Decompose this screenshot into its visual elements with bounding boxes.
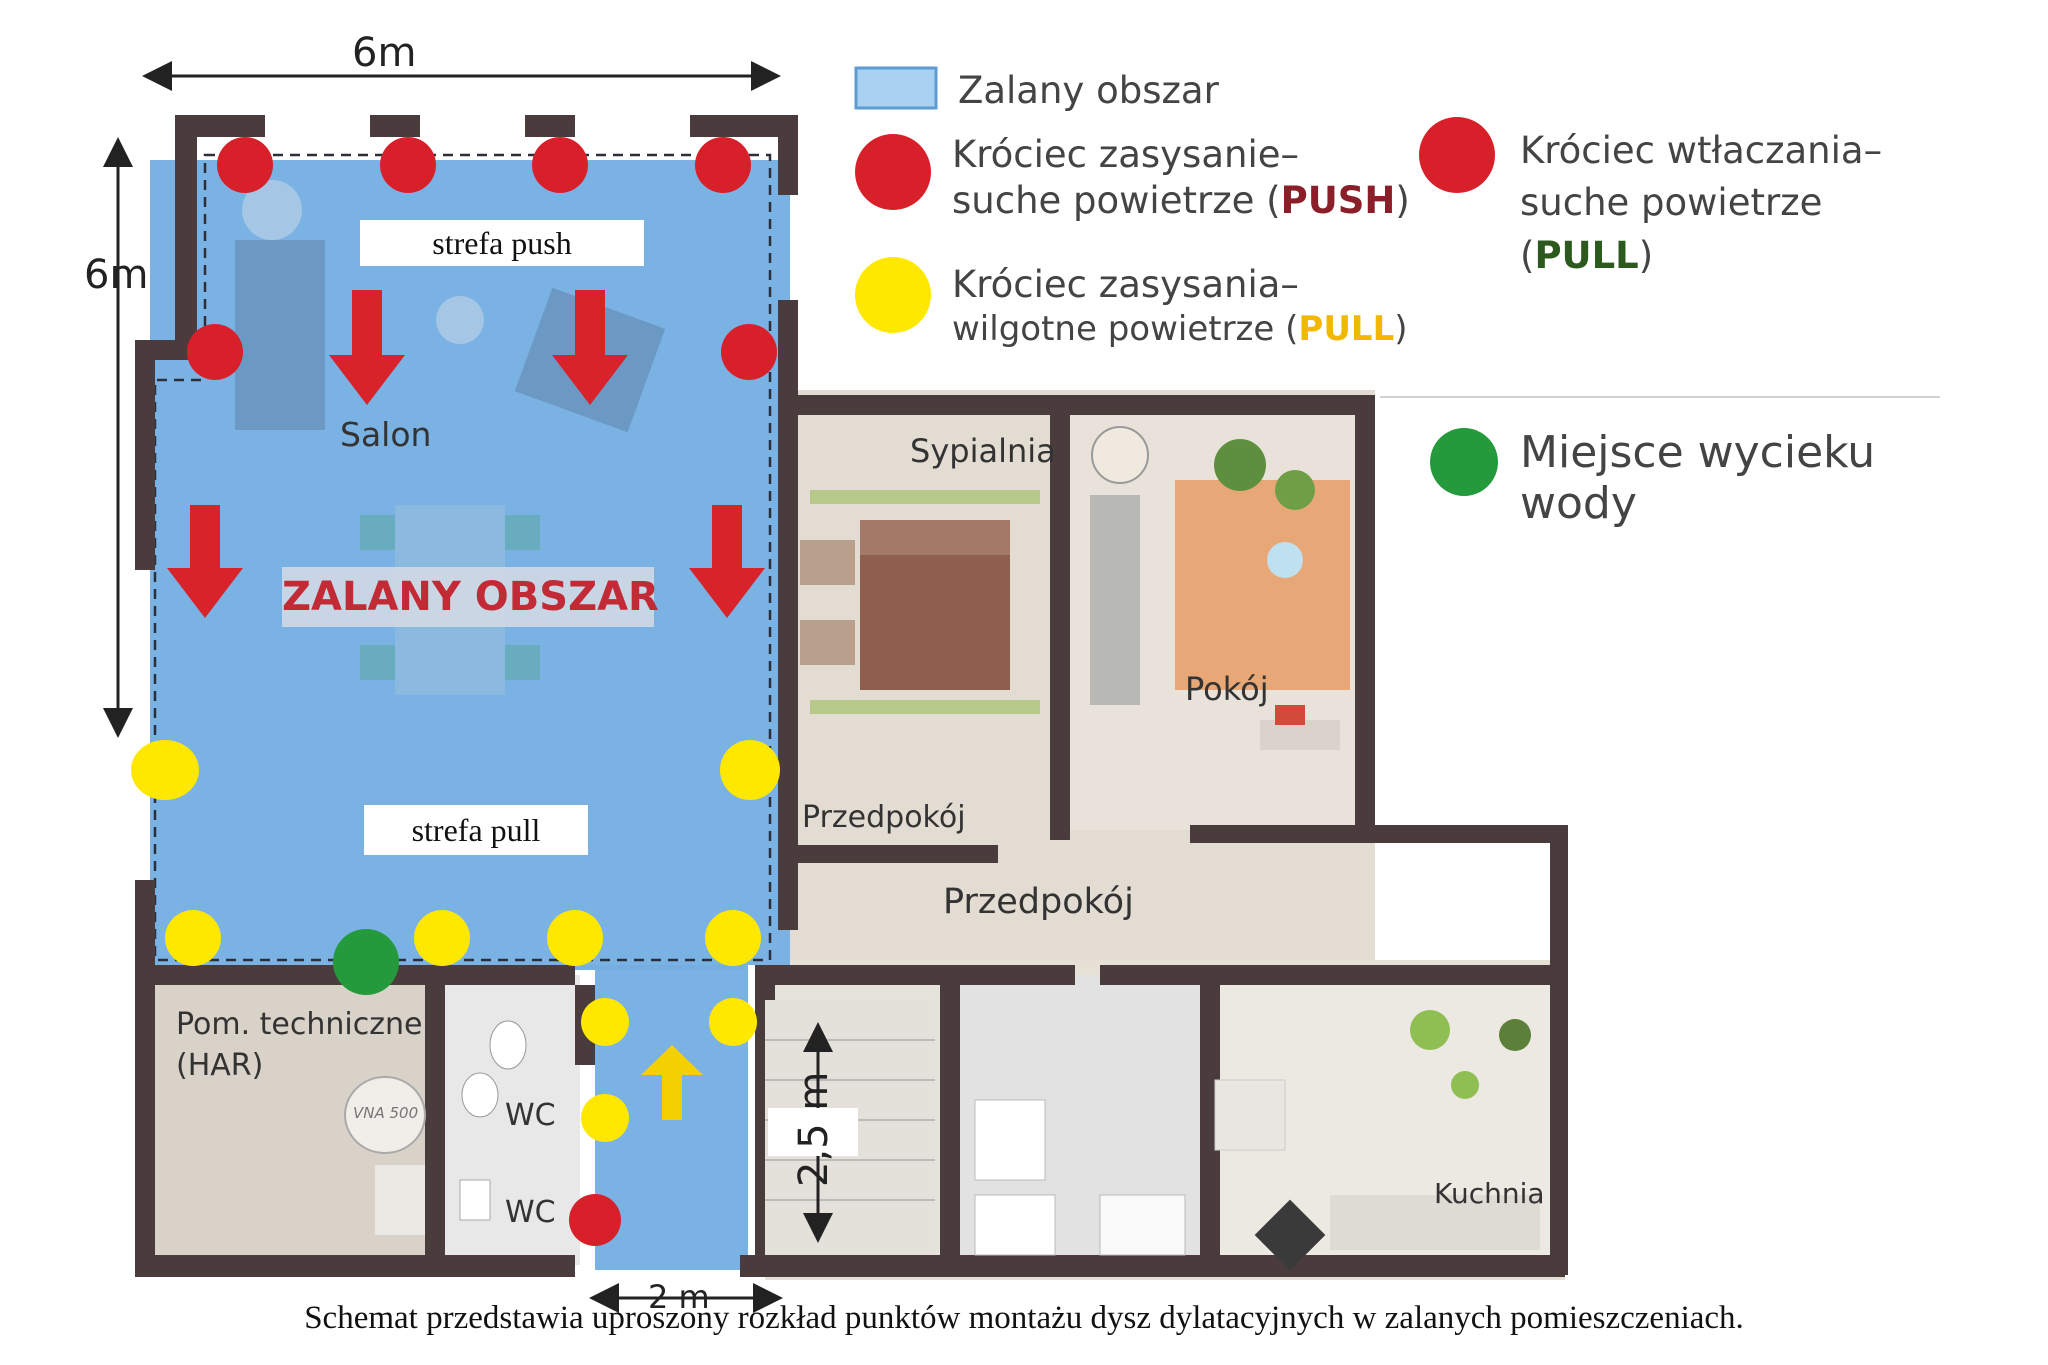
pull-nozzle-dot (165, 910, 221, 966)
appliance-label: VNA 500 (353, 1104, 419, 1122)
legend-push-label: Króciec zasysanie– suche powietrze (PUSH… (952, 132, 1410, 225)
legend-pushin-dot (1419, 117, 1495, 193)
legend-pushin-line2: suche powietrze (1520, 181, 1823, 225)
room-furniture (1090, 426, 1350, 750)
pull-nozzle-dot (547, 910, 603, 966)
diagram-caption: Schemat przedstawia uproszony rozkład pu… (304, 1300, 1744, 1336)
bathroom-furniture (974, 1099, 1186, 1256)
technical-room-furniture (344, 1076, 426, 1235)
legend-leak-line1: Miejsce wycieku (1520, 427, 1876, 478)
legend-flood-swatch (854, 66, 938, 110)
pull-nozzle-dot (581, 1094, 629, 1142)
zone-push-label: strefa push (360, 220, 644, 266)
room-wc1-label: WC (505, 1098, 556, 1133)
flooded-zone-title: ZALANY OBSZAR (282, 567, 659, 627)
room-przedpokoj-small-label: Przedpokój (802, 800, 966, 835)
push-nozzle-dot (217, 137, 273, 193)
pull-nozzle-dot (705, 910, 761, 966)
legend-pushin-line1: Króciec wtłaczania– (1520, 129, 1883, 172)
pull-nozzle-dot (709, 998, 757, 1046)
legend-pull-line2: wilgotne powietrze (PULL) (952, 309, 1408, 350)
push-arrows (167, 290, 765, 618)
legend-pushin-label: Króciec wtłaczania– suche powietrze (PUL… (1520, 128, 1882, 279)
room-sypialnia-label: Sypialnia (910, 432, 1056, 470)
room-technical-line1: Pom. techniczne (176, 1007, 423, 1042)
arrow-down-red (552, 290, 628, 405)
legend-flood-label: Zalany obszar (958, 69, 1219, 112)
legend-leak-dot (1430, 428, 1498, 496)
arrow-down-red (689, 505, 765, 618)
kitchen-furniture (1214, 1010, 1540, 1271)
arrow-down-red (167, 505, 243, 618)
wc-furniture (459, 1020, 527, 1221)
legend-push-line1: Króciec zasysanie– (952, 133, 1300, 176)
push-nozzle-dot (721, 324, 777, 380)
legend-pull-label: Króciec zasysania– wilgotne powietrze (P… (952, 262, 1408, 351)
room-technical-label: Pom. techniczne (HAR) (176, 1005, 422, 1086)
dimension-stair-text: 2,5 m (791, 1071, 837, 1187)
zone-pull-label: strefa pull (364, 805, 588, 855)
room-przedpokoj-label: Przedpokój (943, 882, 1134, 922)
dimension-stair-label (768, 1108, 858, 1156)
flooded-area-outline (153, 153, 772, 962)
room-kuchnia-label: Kuchnia (1434, 1177, 1545, 1210)
room-salon-label: Salon (340, 415, 432, 454)
salon-furniture (235, 180, 666, 695)
dimension-top-label: 6m (352, 30, 417, 76)
legend-leak-line2: wody (1520, 477, 1637, 529)
bedroom-furniture (800, 490, 1040, 714)
room-pokoj-label: Pokój (1185, 670, 1269, 708)
pull-nozzle-dot (581, 998, 629, 1046)
flooded-area (150, 160, 790, 1270)
walls (135, 115, 1568, 1277)
push-nozzle-dot (695, 137, 751, 193)
legend-pull-line1: Króciec zasysania– (952, 263, 1299, 306)
push-nozzle-dot (187, 324, 243, 380)
push-nozzle-dot (569, 1194, 621, 1246)
legend-pull-dot (855, 257, 931, 333)
push-nozzle-dot (532, 137, 588, 193)
dimension-left-label: 6m (84, 252, 149, 298)
room-wc2-label: WC (505, 1195, 556, 1230)
legend-push-line2: suche powietrze (PUSH) (952, 179, 1410, 223)
dimension-corridor-label: 2 m (648, 1278, 710, 1316)
legend-pushin-line3: (PULL) (1520, 233, 1654, 277)
pull-nozzle-dot (720, 740, 780, 800)
legend-leak-label: Miejsce wycieku wody (1520, 427, 1876, 529)
legend-push-dot (855, 134, 931, 210)
pull-nozzle-dot (131, 740, 199, 800)
push-dots (187, 137, 777, 1246)
arrow-up-yellow (641, 1045, 703, 1120)
leak-dot (333, 929, 399, 995)
room-technical-line2: (HAR) (176, 1047, 264, 1083)
arrow-down-red (329, 290, 405, 405)
push-nozzle-dot (380, 137, 436, 193)
pull-nozzle-dot (414, 910, 470, 966)
pull-dots (131, 740, 780, 1142)
